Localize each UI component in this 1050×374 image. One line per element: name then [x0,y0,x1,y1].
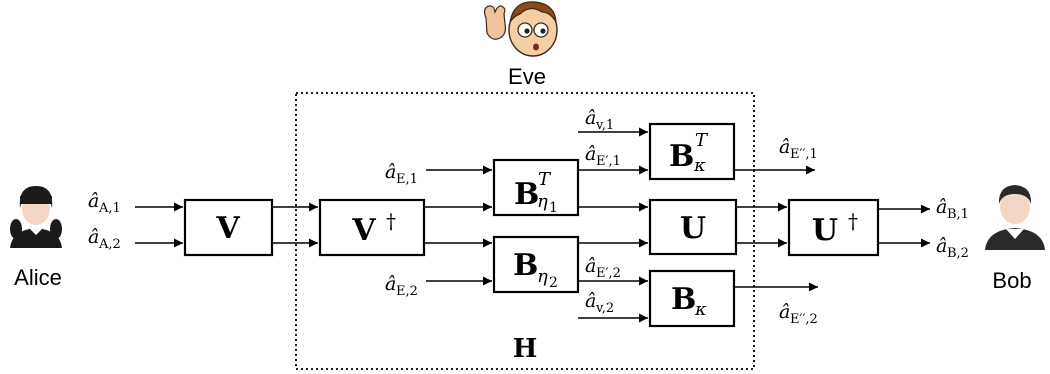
svg-text:†: † [848,209,858,233]
svg-text:2: 2 [549,275,558,291]
svg-text:v,1: v,1 [595,118,614,133]
eve-icon [483,1,558,57]
svg-text:U: U [680,211,706,246]
svg-text:†: † [386,209,396,233]
block-b-kappa: B κ [648,269,736,328]
svg-text:B: B [669,139,694,174]
svg-text:â: â [779,301,790,323]
svg-text:V: V [351,213,376,248]
mode-label-a-Edoubleprime1: â E′′,1 [779,136,818,162]
bob-label: Bob [992,268,1031,293]
svg-text:B: B [514,177,539,212]
mode-label-a-E2: â E,2 [385,273,418,299]
svg-text:η: η [537,266,548,287]
mode-label-a-A2: â A,2 [88,226,121,252]
svg-text:A,1: A,1 [98,201,121,216]
svg-text:â: â [585,143,596,165]
svg-text:â: â [385,273,396,295]
block-v-dagger: V † [318,198,426,257]
bob-icon [985,185,1045,250]
mode-label-a-Eprime1: â E′,1 [585,143,621,169]
svg-text:â: â [936,235,947,257]
mode-label-a-B1: â B,1 [936,196,969,222]
svg-text:â: â [88,226,99,248]
mode-label-a-A1: â A,1 [88,190,121,216]
svg-text:A,2: A,2 [98,237,121,252]
svg-text:E,2: E,2 [396,284,418,299]
svg-text:B: B [513,248,538,283]
block-b-kappa-transpose: B T κ [648,122,736,181]
mode-label-a-v2: â v,2 [585,290,614,316]
svg-text:η: η [537,191,548,212]
block-u: U [648,198,738,256]
mode-label-a-B2: â B,2 [936,235,969,261]
svg-text:E′′,2: E′′,2 [790,312,818,327]
svg-text:â: â [385,161,396,183]
svg-text:â: â [779,136,790,158]
svg-text:E,1: E,1 [396,172,418,187]
svg-text:â: â [585,255,596,277]
svg-text:V: V [215,211,240,246]
alice-label: Alice [14,265,62,290]
block-u-dagger: U † [787,198,880,257]
mode-label-a-Edoubleprime2: â E′′,2 [779,301,818,327]
svg-text:E′′,1: E′′,1 [790,147,818,162]
svg-text:v,2: v,2 [595,301,614,316]
svg-text:E′,1: E′,1 [596,154,621,169]
svg-text:â: â [585,107,596,129]
svg-text:κ: κ [694,299,707,320]
svg-text:B,1: B,1 [947,207,969,222]
alice-icon [10,186,62,248]
mode-label-a-Eprime2: â E′,2 [585,255,621,281]
svg-text:1: 1 [549,200,558,216]
svg-text:â: â [585,290,596,312]
eve-label: Eve [508,64,546,89]
svg-text:B: B [671,282,696,317]
channel-h-label: H [513,334,538,364]
mode-label-a-v1: â v,1 [585,107,614,133]
svg-text:T: T [695,130,709,151]
svg-text:U: U [812,213,838,248]
svg-text:κ: κ [693,155,706,176]
svg-text:E′,2: E′,2 [596,266,621,281]
svg-text:â: â [936,196,947,218]
block-b-eta2: B η 2 [492,235,580,294]
svg-text:T: T [538,169,552,190]
svg-text:â: â [88,190,99,212]
channel-h-box [295,92,755,370]
mode-label-a-E1: â E,1 [385,161,418,187]
svg-text:B,2: B,2 [947,246,969,261]
block-v: V [183,198,274,257]
block-b-eta1-transpose: B T η 1 [492,158,580,217]
wires [135,127,930,323]
